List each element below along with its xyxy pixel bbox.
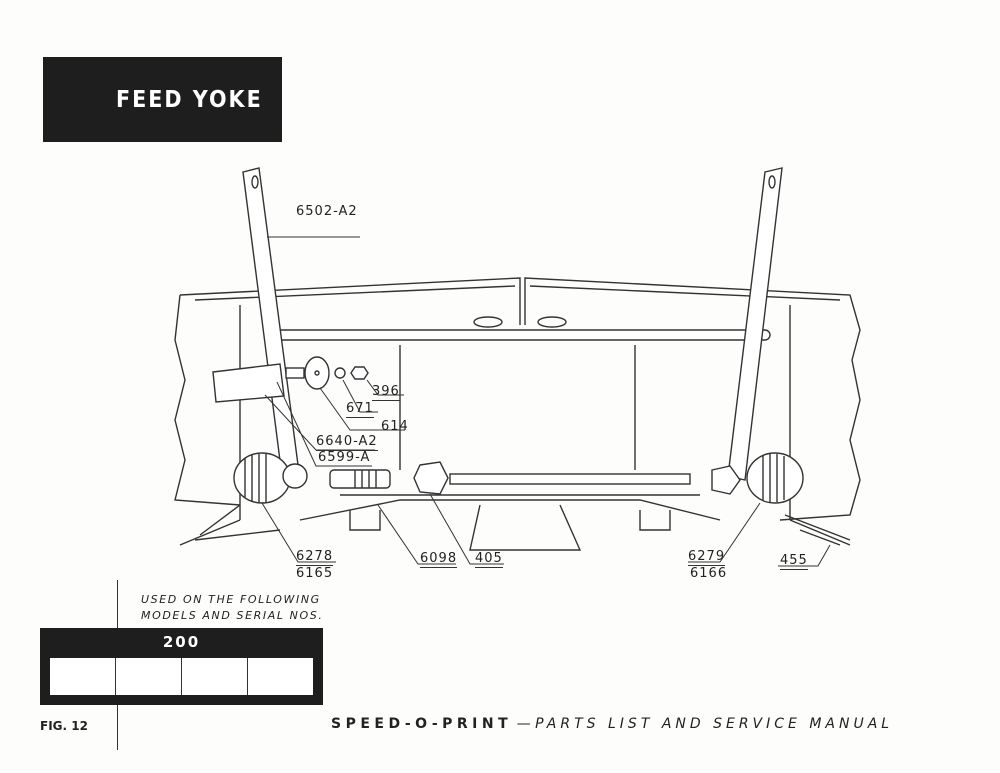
callout-671: 671 xyxy=(346,401,374,418)
callout-6165: 6165 xyxy=(296,566,334,581)
callout-405: 405 xyxy=(475,551,503,568)
dash: — xyxy=(516,716,531,732)
callout-396: 396 xyxy=(372,384,400,401)
caption-line: USED ON THE FOLLOWING xyxy=(141,593,321,606)
callout-6640-a2: 6640-A2 xyxy=(316,434,378,451)
model-number: 200 xyxy=(162,633,201,651)
serial-cell xyxy=(116,658,182,695)
callout-6502-a2: 6502-A2 xyxy=(296,204,358,219)
brand-name: SPEED-O-PRINT xyxy=(331,716,513,732)
callout-6166: 6166 xyxy=(690,566,728,581)
serial-cell xyxy=(248,658,313,695)
models-caption: USED ON THE FOLLOWING MODELS AND SERIAL … xyxy=(141,592,323,624)
caption-line: MODELS AND SERIAL NOS. xyxy=(141,609,324,622)
footer-title: SPEED-O-PRINT — PARTS LIST AND SERVICE M… xyxy=(331,716,893,732)
serial-cell xyxy=(50,658,116,695)
serial-cell xyxy=(182,658,248,695)
callout-6599-a: 6599-A xyxy=(318,450,371,465)
callout-614: 614 xyxy=(381,419,409,434)
figure-number: FIG. 12 xyxy=(40,719,88,733)
manual-subtitle: PARTS LIST AND SERVICE MANUAL xyxy=(535,716,894,732)
section-title-block: FEED YOKE xyxy=(43,57,282,142)
callout-6278: 6278 xyxy=(296,549,334,566)
callout-6098: 6098 xyxy=(420,551,458,568)
section-title: FEED YOKE xyxy=(116,87,263,113)
serial-cells xyxy=(50,658,313,695)
callout-455: 455 xyxy=(780,553,808,570)
callout-6279: 6279 xyxy=(688,549,726,566)
models-table: 200 xyxy=(40,628,323,705)
